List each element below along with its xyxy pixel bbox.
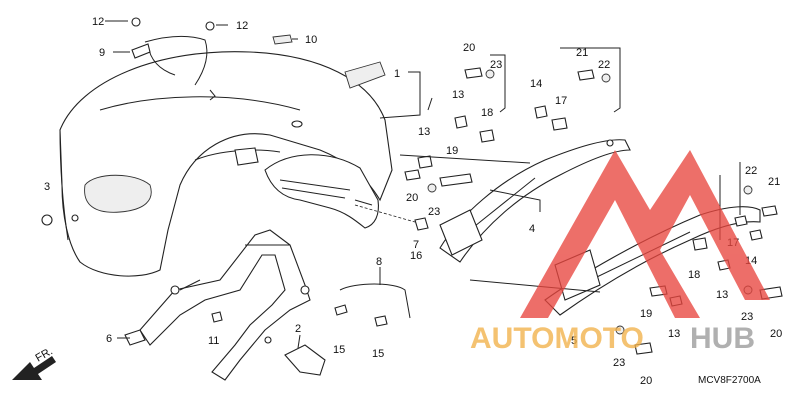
reflector-pad <box>344 61 386 89</box>
fender-bracket-frame <box>124 229 311 381</box>
callout-2: 2 <box>295 323 301 335</box>
callout-13c: 13 <box>716 289 728 301</box>
license-bracket-2 <box>284 344 326 376</box>
callout-5: 5 <box>571 335 577 347</box>
leader-lines <box>105 20 741 349</box>
callout-16: 16 <box>410 250 422 262</box>
callout-7: 7 <box>413 239 419 251</box>
grommet-12-right <box>205 21 215 31</box>
callout-10: 10 <box>305 34 317 46</box>
grommet-12-left <box>131 17 141 27</box>
callout-14a: 14 <box>530 78 542 90</box>
callout-13b: 13 <box>418 126 430 138</box>
callout-11: 11 <box>208 335 219 347</box>
callout-23d: 23 <box>613 357 625 369</box>
fender-liner <box>234 147 379 229</box>
watermark-logo: AUTOMOTO HUB <box>470 150 770 355</box>
bolt-15-right <box>374 315 388 327</box>
callout-20c: 20 <box>770 328 782 340</box>
callout-13a: 13 <box>452 89 464 101</box>
callout-6: 6 <box>106 333 112 345</box>
callout-20b: 20 <box>406 192 418 204</box>
callout-18a: 18 <box>481 107 493 119</box>
callout-17a: 17 <box>555 95 567 107</box>
callout-12b: 12 <box>236 20 248 32</box>
callout-15b: 15 <box>372 348 384 360</box>
callout-8: 8 <box>376 256 382 268</box>
watermark-triangle-icon <box>520 150 770 318</box>
watermark-word-1: AUTOMOTO <box>470 322 644 355</box>
grommet-3 <box>41 214 53 226</box>
callout-19b: 19 <box>640 308 652 320</box>
hardware-cluster <box>404 67 783 355</box>
watermark-word-2: HUB <box>690 322 755 355</box>
bolt-15-left <box>334 304 348 316</box>
grab-rail-left <box>439 139 631 263</box>
callout-9: 9 <box>99 47 105 59</box>
callout-20a: 20 <box>463 42 475 54</box>
callout-22a: 22 <box>598 59 610 71</box>
bolt-11 <box>211 311 223 323</box>
callout-19a: 19 <box>446 145 458 157</box>
callout-23b: 23 <box>428 206 440 218</box>
callout-20d: 20 <box>640 375 652 387</box>
callout-22b: 22 <box>745 165 757 177</box>
callout-1: 1 <box>394 68 400 80</box>
callout-4: 4 <box>529 223 535 235</box>
clip-10 <box>272 34 293 45</box>
rod-8 <box>339 283 411 319</box>
callout-23a: 23 <box>490 59 502 71</box>
wire-harness <box>131 36 216 101</box>
callout-15a: 15 <box>333 344 345 356</box>
callout-21a: 21 <box>576 47 588 59</box>
bolt-16 <box>414 217 429 231</box>
callout-12a: 12 <box>92 16 104 28</box>
callout-23c: 23 <box>741 311 753 323</box>
callout-3: 3 <box>44 181 50 193</box>
diagram-code: MCV8F2700A <box>698 375 761 386</box>
callout-18b: 18 <box>688 269 700 281</box>
front-arrow-icon <box>12 356 56 380</box>
callout-21b: 21 <box>768 176 780 188</box>
rear-fender <box>59 51 393 277</box>
callout-13d: 13 <box>668 328 680 340</box>
callout-labels: 1 2 3 4 5 6 7 8 9 10 11 12 12 13 13 13 1… <box>44 16 782 387</box>
